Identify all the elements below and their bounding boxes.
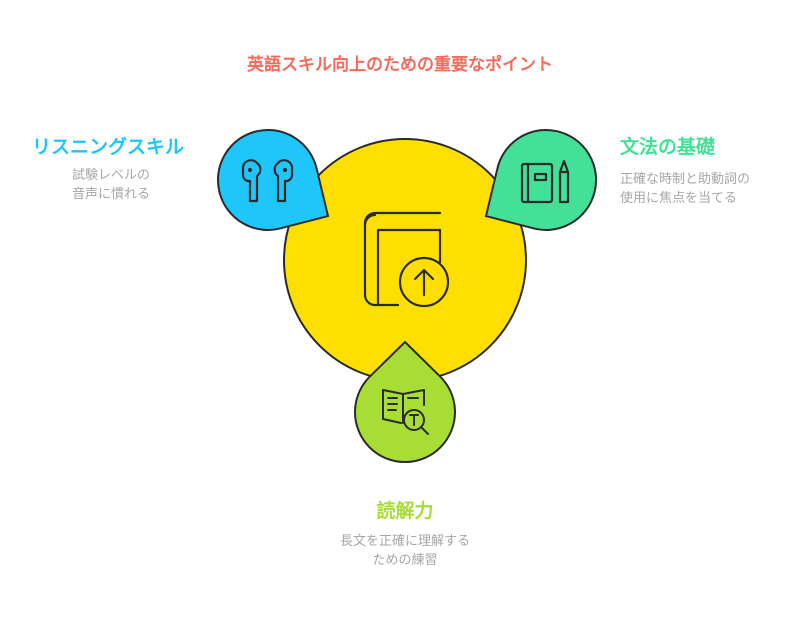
desc-grammar: 正確な時制と助動詞の 使用に焦点を当てる (620, 170, 750, 208)
reading-drop (354, 340, 456, 463)
desc-reading: 長文を正確に理解する ための練習 (0, 532, 800, 570)
desc-line: 正確な時制と助動詞の (620, 172, 751, 187)
desc-line: 試験レベルの (71, 168, 150, 183)
desc-line: ための練習 (372, 553, 438, 568)
heading-reading: 読解力 (376, 500, 434, 522)
book-search-icon (382, 389, 429, 435)
center-book-upload-icon (363, 211, 450, 308)
desc-line: 音声に慣れる (71, 187, 150, 202)
earbuds-icon (241, 159, 294, 203)
desc-line: 使用に焦点を当てる (620, 191, 738, 206)
notebook-pencil-icon (520, 159, 570, 204)
listening-drop (216, 129, 330, 231)
heading-grammar: 文法の基礎 (620, 136, 716, 158)
desc-listening: 試験レベルの 音声に慣れる (32, 166, 190, 204)
diagram-title: 英語スキル向上のための重要なポイント (247, 55, 553, 75)
heading-listening: リスニングスキル (32, 136, 185, 158)
desc-line: 長文を正確に理解する (339, 534, 470, 549)
